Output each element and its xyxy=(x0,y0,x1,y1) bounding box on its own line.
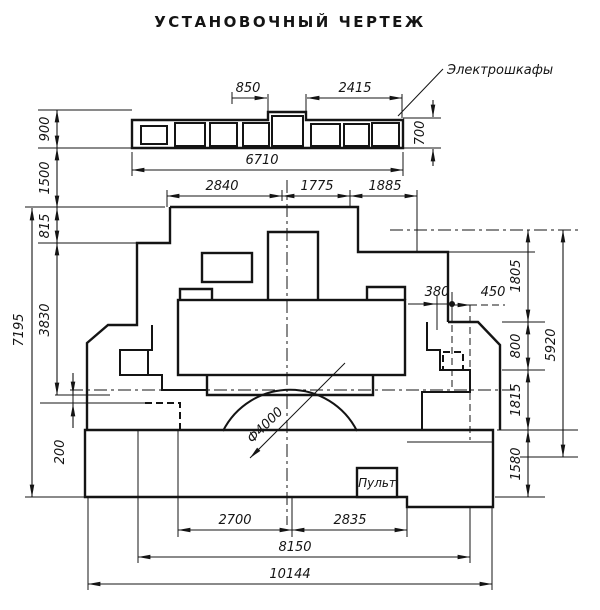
outline-left xyxy=(85,207,172,430)
cabinet-box-tall xyxy=(271,115,304,147)
dim-1805: 1805 xyxy=(509,259,524,292)
dim-2840: 2840 xyxy=(205,179,238,194)
column-tower xyxy=(266,230,320,300)
outline-top xyxy=(170,205,450,322)
bottom-dimensions: 2700 2835 8150 10144 xyxy=(87,430,493,590)
machine-body xyxy=(176,298,407,377)
dim-1580: 1580 xyxy=(509,447,524,480)
dim-850: 850 xyxy=(236,81,261,96)
hidden-pit-edge xyxy=(145,402,181,430)
machine-base xyxy=(205,375,375,397)
cabinet-strip: Электрошкафы xyxy=(130,63,553,150)
dim-815: 815 xyxy=(38,214,53,239)
dim-3830: 3830 xyxy=(38,303,53,336)
cabinet-box xyxy=(310,123,341,147)
anchor-point xyxy=(449,301,455,307)
body-flange-right xyxy=(365,285,407,300)
dim-1500: 1500 xyxy=(38,161,53,194)
cabinet-box xyxy=(343,123,370,147)
dim-8150: 8150 xyxy=(278,540,311,555)
body-flange-left xyxy=(178,287,214,300)
outline-right-bracket xyxy=(448,320,502,430)
dim-diameter: Ф4000 xyxy=(245,405,287,447)
dim-200: 200 xyxy=(53,440,68,465)
console-box xyxy=(355,466,399,499)
page-title: УСТАНОВОЧНЫЙ ЧЕРТЕЖ xyxy=(154,12,426,31)
dim-1885: 1885 xyxy=(368,179,401,194)
headstock-box xyxy=(200,251,254,284)
cabinets-leader-line xyxy=(397,68,444,117)
cabinet-box xyxy=(140,125,168,145)
dim-900: 900 xyxy=(38,117,53,142)
top-dimensions: 850 2415 700 6710 2840 1775 1885 xyxy=(131,81,535,253)
dim-7195: 7195 xyxy=(12,313,27,346)
cabinet-box xyxy=(174,122,206,147)
left-bracket-step xyxy=(148,325,153,351)
cabinet-box xyxy=(209,122,238,147)
left-dimensions: 900 1500 815 3830 7195 200 xyxy=(12,109,165,498)
cabinet-box xyxy=(242,122,270,147)
console-label: Пульт xyxy=(358,476,397,490)
dim-1775: 1775 xyxy=(300,179,333,194)
right-bracket-hidden xyxy=(442,351,464,371)
right-bracket-detail xyxy=(421,322,471,430)
dim-1815: 1815 xyxy=(509,383,524,416)
dim-700: 700 xyxy=(413,121,428,146)
left-step xyxy=(148,374,207,391)
dim-2700: 2700 xyxy=(218,513,251,528)
diameter-leader xyxy=(249,362,346,459)
dim-800: 800 xyxy=(509,334,524,359)
machine-outline: Ф4000 Пульт xyxy=(70,180,515,525)
left-bracket-notch xyxy=(119,349,149,376)
right-dimensions: 1805 800 1815 1580 5920 xyxy=(390,229,578,498)
foundation-slab xyxy=(83,428,495,509)
dim-5920: 5920 xyxy=(544,328,559,361)
dim-2415: 2415 xyxy=(338,81,371,96)
cabinets-label: Электрошкафы xyxy=(446,63,553,78)
dim-380: 380 xyxy=(425,285,450,300)
faceplate-arc xyxy=(222,388,358,432)
dim-10144: 10144 xyxy=(269,567,310,582)
dim-2835: 2835 xyxy=(333,513,366,528)
dim-6710: 6710 xyxy=(245,153,278,168)
cabinet-box xyxy=(371,122,400,147)
dim-450: 450 xyxy=(481,285,506,300)
